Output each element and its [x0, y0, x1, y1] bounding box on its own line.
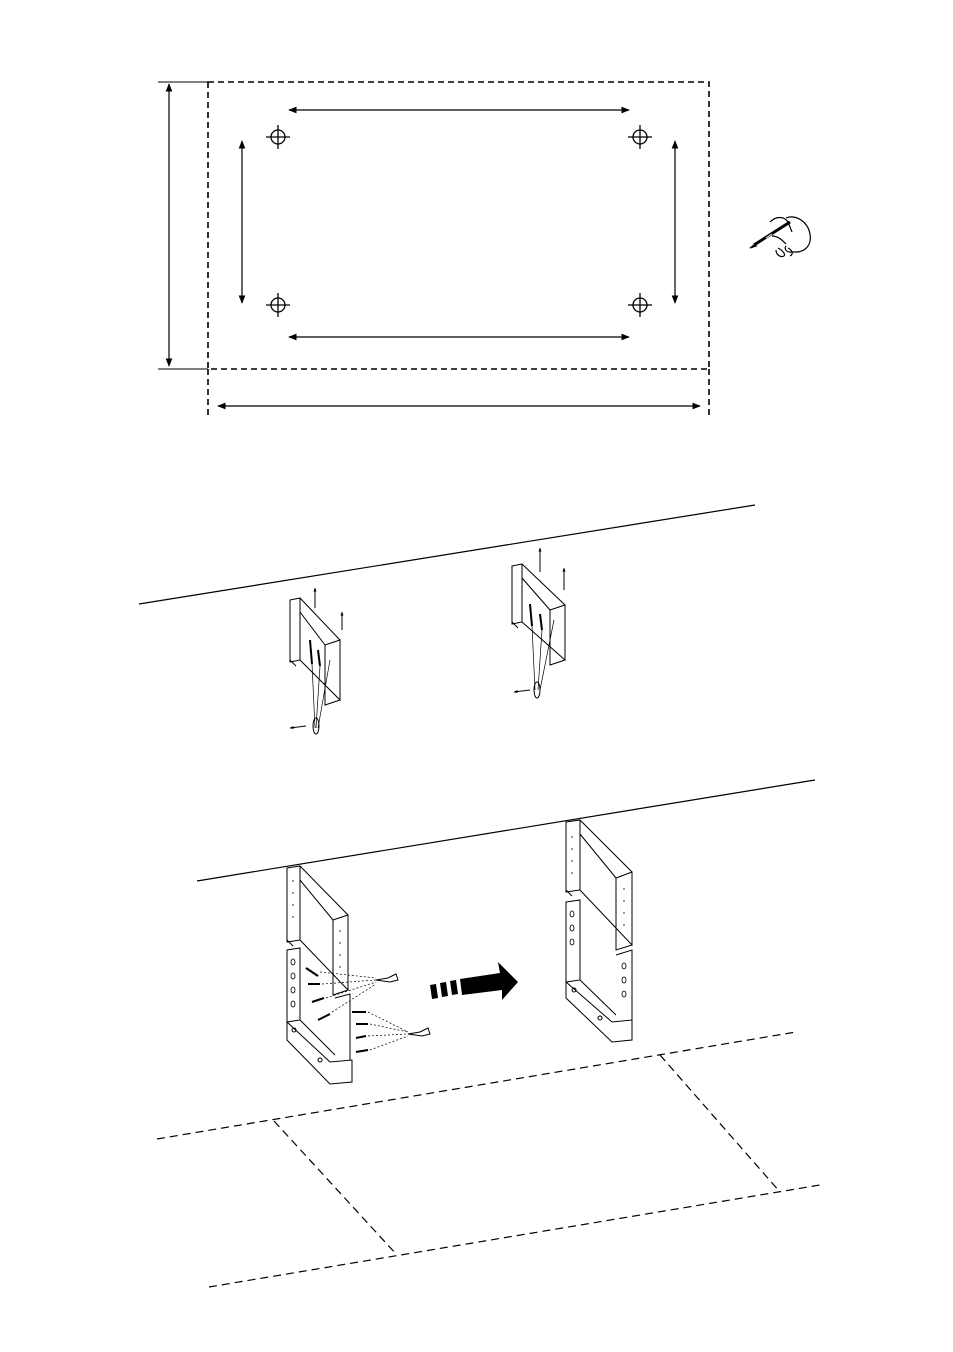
frame-unassembled — [287, 866, 430, 1084]
mounting-template — [158, 82, 709, 415]
drill-hole-bottom-right — [628, 293, 652, 317]
direction-arrow-icon — [430, 962, 518, 1000]
wall-bracket-right — [512, 548, 565, 698]
template-outline — [208, 82, 709, 369]
drill-hole-top-right — [628, 125, 652, 149]
drill-hole-top-left — [266, 125, 290, 149]
wall-anchoring-figure — [139, 505, 755, 734]
floor-outline — [157, 1032, 820, 1287]
assembly-ceiling-line — [197, 780, 815, 881]
drill-hole-bottom-left — [266, 293, 290, 317]
wall-ceiling-line — [139, 505, 755, 604]
pencil-hand-icon — [750, 217, 810, 257]
frame-assembled — [566, 820, 632, 1042]
wall-bracket-left — [290, 588, 342, 734]
bracket-assembly-figure — [197, 780, 815, 1084]
